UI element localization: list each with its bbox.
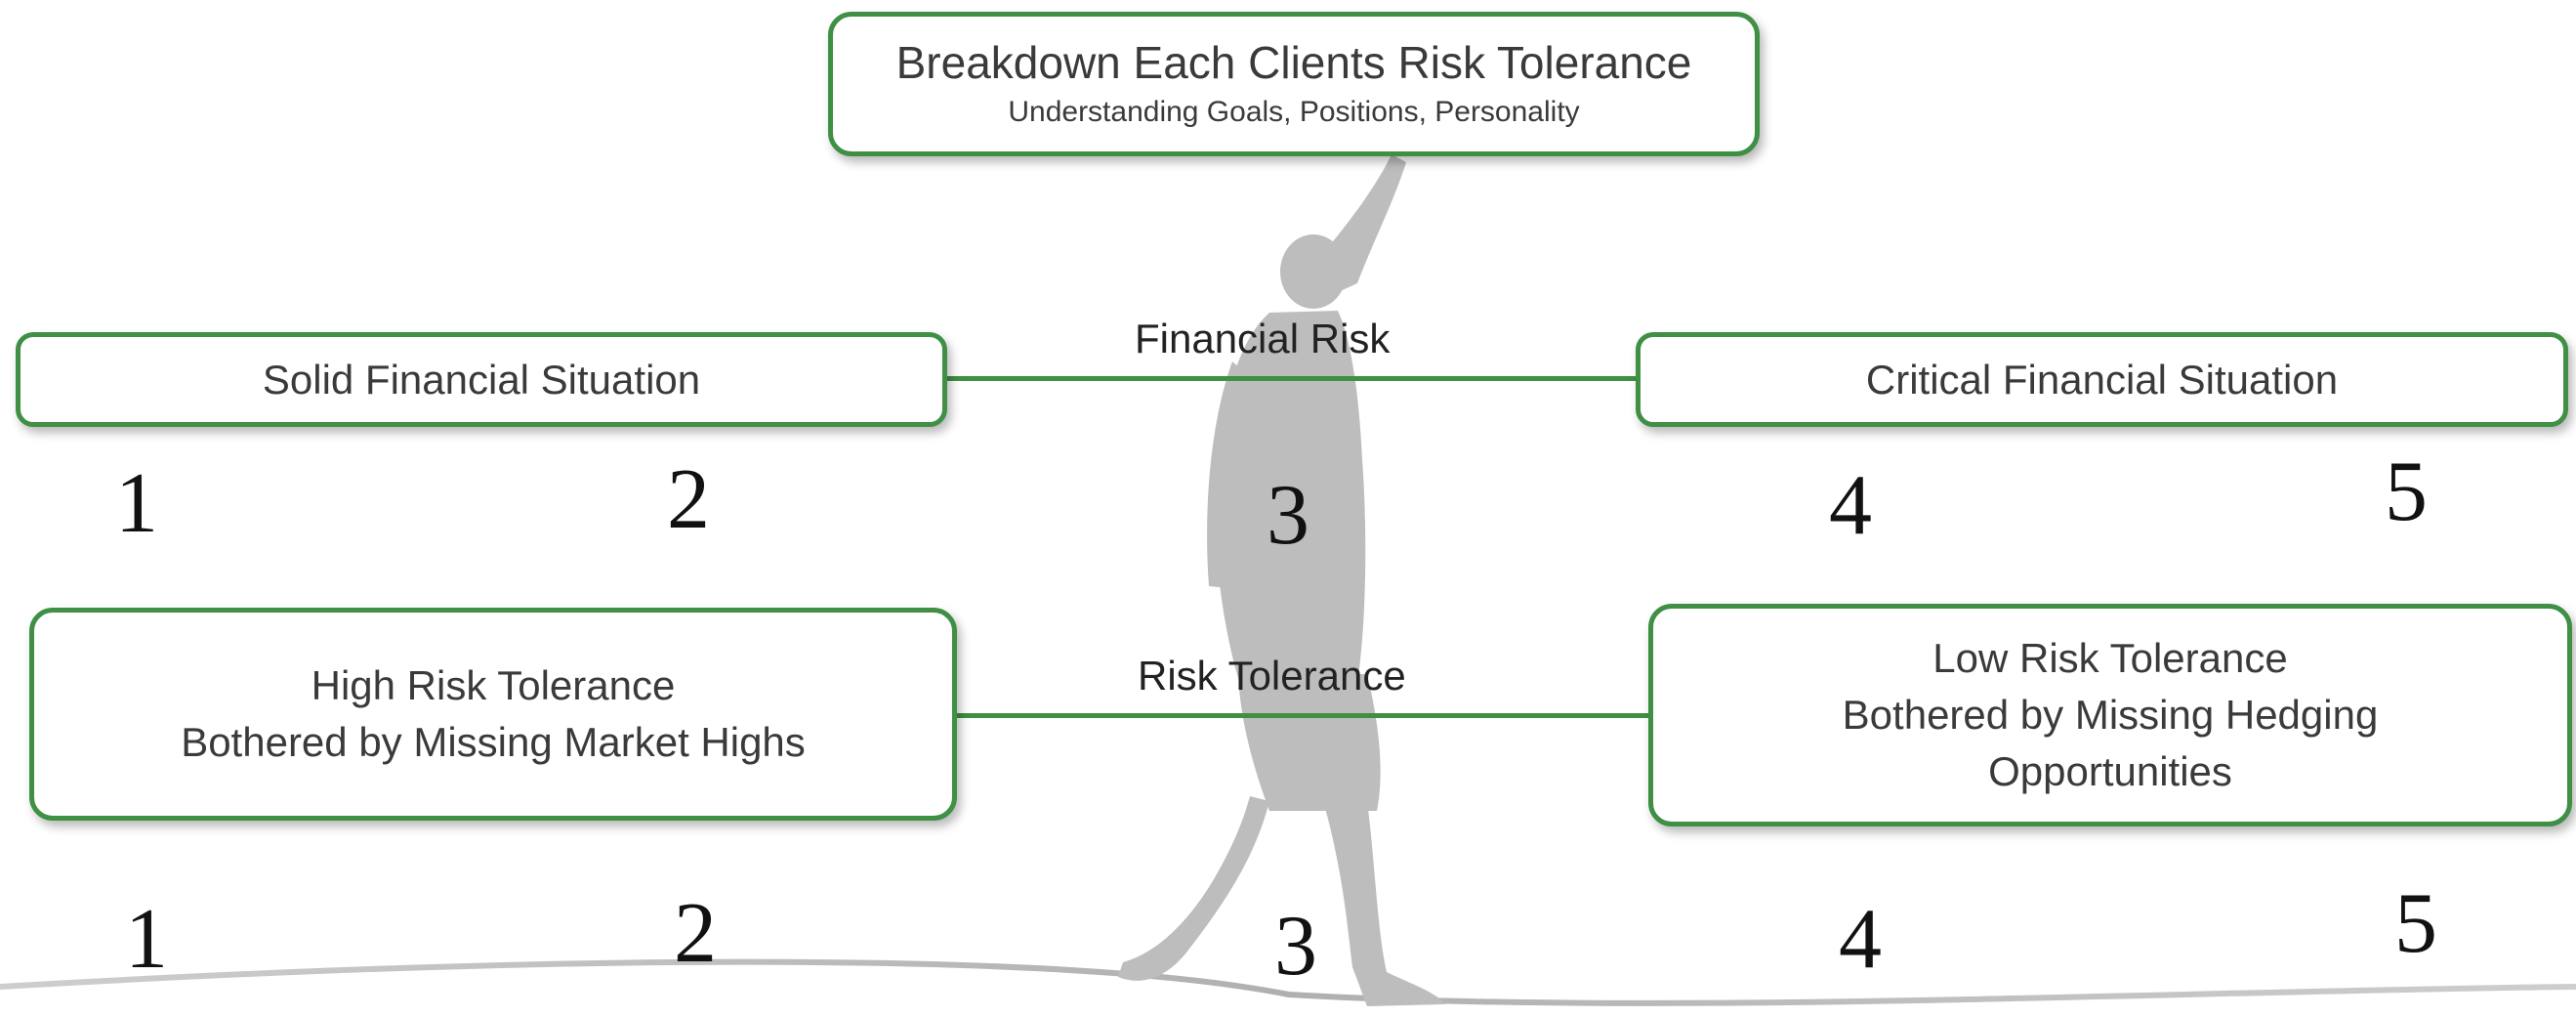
- risk-tolerance-scale-5: 5: [2394, 876, 2437, 971]
- risk-tolerance-scale-1: 1: [125, 892, 168, 987]
- high-risk-tolerance-line2: Bothered by Missing Market Highs: [181, 719, 806, 765]
- high-risk-tolerance-box: High Risk Tolerance Bothered by Missing …: [29, 608, 957, 821]
- financial-risk-scale-4: 4: [1829, 458, 1872, 553]
- financial-risk-scale-1: 1: [115, 456, 158, 551]
- top-box-title: Breakdown Each Clients Risk Tolerance: [895, 37, 1692, 88]
- tightrope: [0, 958, 2576, 1006]
- critical-financial-situation-box: Critical Financial Situation: [1636, 332, 2568, 427]
- risk-tolerance-scale-2: 2: [674, 886, 717, 981]
- low-risk-tolerance-line2: Bothered by Missing Hedging: [1842, 692, 2379, 738]
- financial-risk-scale-3: 3: [1267, 468, 1309, 563]
- risk-tolerance-scale-4: 4: [1839, 892, 1882, 987]
- risk-tolerance-scale-3: 3: [1274, 899, 1317, 994]
- low-risk-tolerance-line3: Opportunities: [1988, 748, 2232, 794]
- low-risk-tolerance-box: Low Risk Tolerance Bothered by Missing H…: [1648, 604, 2572, 826]
- client-risk-breakdown-box: Breakdown Each Clients Risk Tolerance Un…: [828, 12, 1760, 156]
- low-risk-tolerance-line1: Low Risk Tolerance: [1932, 635, 2288, 681]
- financial-risk-connector: [942, 376, 1641, 381]
- solid-financial-situation-label: Solid Financial Situation: [262, 356, 701, 403]
- critical-financial-situation-label: Critical Financial Situation: [1865, 356, 2339, 403]
- solid-financial-situation-box: Solid Financial Situation: [16, 332, 947, 427]
- financial-risk-scale-2: 2: [667, 452, 710, 547]
- risk-tolerance-label: Risk Tolerance: [1138, 653, 1406, 699]
- walker-silhouette-icon: [1118, 154, 1445, 1006]
- risk-tolerance-connector: [952, 713, 1655, 718]
- top-box-subtitle: Understanding Goals, Positions, Personal…: [1008, 96, 1580, 128]
- financial-risk-label: Financial Risk: [1135, 316, 1391, 361]
- high-risk-tolerance-line1: High Risk Tolerance: [311, 662, 676, 708]
- financial-risk-scale-5: 5: [2385, 445, 2428, 539]
